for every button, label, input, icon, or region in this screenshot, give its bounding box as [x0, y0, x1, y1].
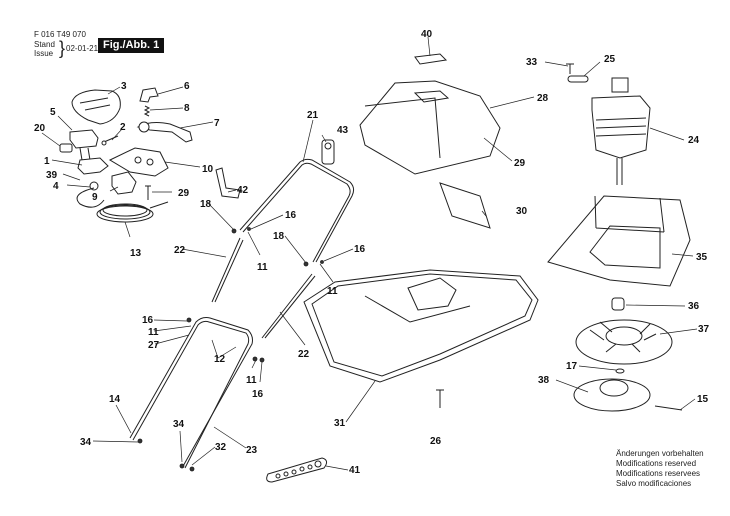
callout-14: 14	[109, 394, 121, 405]
callout-37: 37	[698, 324, 710, 335]
switch-lever-part-6	[139, 87, 159, 103]
callout-31: 31	[334, 418, 346, 429]
callout-11d: 11	[246, 375, 257, 386]
plug-part-20	[59, 143, 73, 153]
callout-38: 38	[538, 375, 550, 386]
screw-part-26	[436, 389, 444, 408]
callout-16a: 16	[285, 210, 297, 221]
callout-40: 40	[421, 29, 433, 40]
callout-23: 23	[246, 445, 258, 456]
handle-lever-part-7	[136, 121, 193, 143]
upper-handle-part-21	[239, 158, 355, 263]
cable-clamp-part-9	[111, 171, 137, 195]
switch-part-5	[69, 129, 99, 161]
callout-22b: 22	[298, 349, 310, 360]
callout-21: 21	[307, 110, 319, 121]
callout-11a: 11	[257, 262, 268, 273]
lower-tube-part-22a	[211, 237, 244, 303]
callout-28: 28	[537, 93, 549, 104]
screw-part-2	[101, 135, 119, 146]
callout-2: 2	[120, 122, 126, 133]
lower-handle-part-23	[129, 317, 253, 469]
callout-16c: 16	[142, 315, 154, 326]
callout-10: 10	[202, 164, 214, 175]
fan-part-37	[575, 319, 673, 365]
callout-16b: 16	[354, 244, 366, 255]
callout-34a: 34	[80, 437, 92, 448]
lower-tube-part-22b	[261, 273, 316, 339]
note-en: Modifications reserved	[616, 459, 697, 468]
spacer-plate-part-41	[266, 457, 328, 483]
clip-part-43	[321, 139, 335, 165]
callout-15: 15	[697, 394, 709, 405]
callout-9: 9	[92, 192, 98, 203]
callout-11b: 11	[327, 286, 338, 297]
motor-mount-part-35	[547, 195, 691, 287]
callout-26: 26	[430, 436, 442, 447]
housing-part-31	[303, 269, 539, 383]
callout-13: 13	[130, 248, 142, 259]
motor-part-24	[591, 77, 651, 185]
callout-42: 42	[237, 185, 249, 196]
modification-notes: Änderungen vorbehalten Modifications res…	[616, 449, 704, 489]
callout-8: 8	[184, 103, 190, 114]
brace-symbol: }	[59, 38, 66, 58]
stand-label: Stand	[34, 40, 55, 49]
motor-hood-part-28	[359, 80, 501, 175]
callout-5: 5	[50, 107, 56, 118]
blade-line-part-15	[654, 405, 683, 411]
note-de: Änderungen vorbehalten	[616, 449, 704, 458]
callout-32: 32	[215, 442, 227, 453]
callout-43: 43	[337, 125, 349, 136]
issue-label: Issue	[34, 49, 54, 58]
figure-label: Fig./Abb. 1	[98, 38, 165, 53]
callout-29a: 29	[178, 188, 190, 199]
document-number: F 016 T49 070	[34, 30, 86, 39]
callout-24: 24	[688, 135, 700, 146]
nut-part-36	[611, 297, 625, 311]
callout-34b: 34	[173, 419, 185, 430]
callout-20: 20	[34, 123, 46, 134]
callout-3: 3	[121, 81, 127, 92]
callout-29b: 29	[514, 158, 526, 169]
callout-18a: 18	[200, 199, 212, 210]
switch-cover-part-3	[71, 89, 121, 125]
note-fr: Modifications reservees	[616, 469, 701, 478]
callout-27: 27	[148, 340, 160, 351]
note-es: Salvo modificaciones	[616, 479, 692, 488]
callout-18b: 18	[273, 231, 285, 242]
spring-part-8	[143, 105, 151, 117]
blade-part-38	[573, 378, 651, 412]
callout-36: 36	[688, 301, 700, 312]
callout-1: 1	[44, 156, 50, 167]
callout-33: 33	[526, 57, 538, 68]
callout-17: 17	[566, 361, 578, 372]
callout-35: 35	[696, 252, 708, 263]
callout-16d: 16	[252, 389, 264, 400]
callout-4: 4	[53, 181, 59, 192]
callout-30: 30	[516, 206, 528, 217]
callout-41: 41	[349, 465, 361, 476]
callout-labels: 3 6 8 7 5 20 2 10 1 39 4 9 29 13 40 28 2…	[34, 29, 710, 476]
callout-12: 12	[214, 354, 226, 365]
callout-11c: 11	[148, 327, 159, 338]
cap-part-40	[414, 53, 448, 65]
switch-housing-part-1	[77, 157, 109, 175]
base-plate-part-10	[108, 147, 169, 177]
callout-6: 6	[184, 81, 190, 92]
grille-part-30	[439, 182, 491, 229]
washer-part-17	[615, 368, 625, 374]
callout-22a: 22	[174, 245, 186, 256]
screw-part-33	[566, 63, 574, 74]
callout-7: 7	[214, 118, 220, 129]
callout-39: 39	[46, 170, 58, 181]
leader-lines	[41, 36, 698, 471]
screw-part-29a	[145, 185, 151, 200]
bracket-part-25	[567, 75, 589, 83]
issue-date: 02-01-21	[66, 44, 99, 53]
cable-relief-part-4	[89, 181, 99, 191]
callout-25: 25	[604, 54, 616, 65]
hardware-fasteners	[137, 227, 324, 472]
